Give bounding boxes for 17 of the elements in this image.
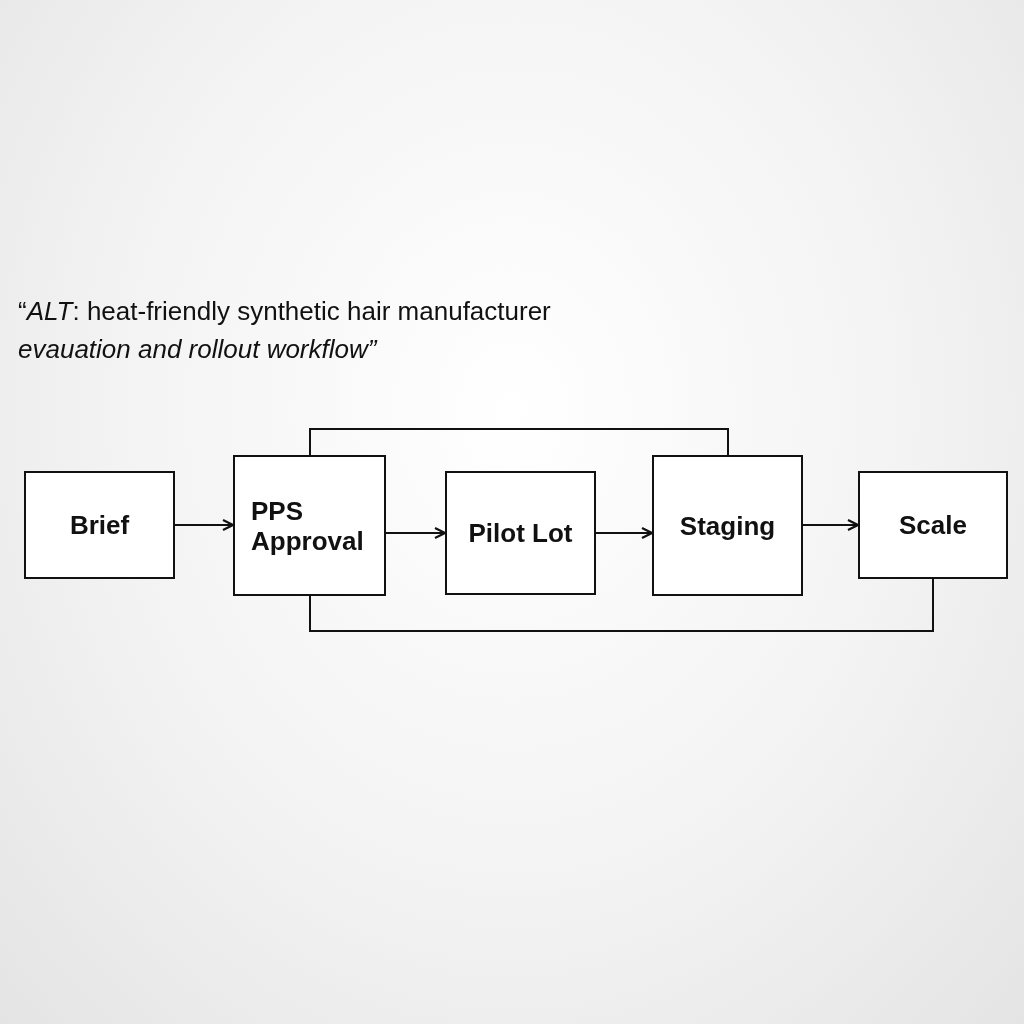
process-box <box>24 471 175 579</box>
title-text: “ALT: heat-friendly synthetic hair manufacturer evauation and rollout workflow” <box>18 295 552 366</box>
node-label: Pilot Lot <box>468 518 573 548</box>
process-box <box>445 471 596 595</box>
node-label: Staging <box>679 510 776 541</box>
arrow <box>802 518 860 532</box>
connector-line <box>309 428 729 456</box>
connector-line <box>309 578 934 632</box>
process-box <box>858 471 1008 579</box>
process-box <box>233 455 386 596</box>
process-box <box>652 455 803 596</box>
node-label: PPS Approval <box>251 495 365 556</box>
arrow <box>595 526 654 540</box>
node-label: Brief <box>69 510 130 540</box>
arrow <box>174 518 235 532</box>
node-label: Scale <box>899 510 967 540</box>
arrow <box>385 526 447 540</box>
